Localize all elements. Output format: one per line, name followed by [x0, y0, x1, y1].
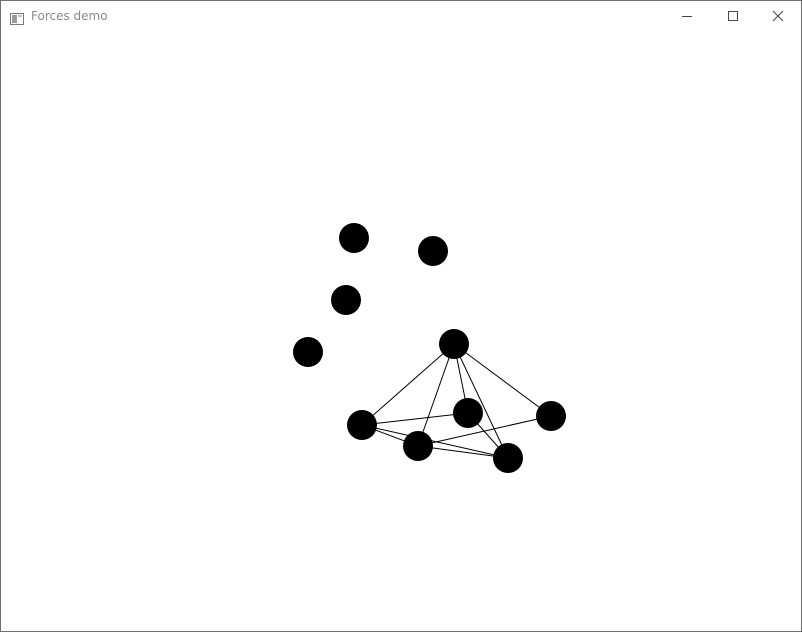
graph-node[interactable]	[347, 410, 377, 440]
graph-node[interactable]	[418, 236, 448, 266]
close-icon	[772, 10, 784, 22]
graph-node[interactable]	[536, 401, 566, 431]
graph-node[interactable]	[439, 329, 469, 359]
graph-edge	[453, 343, 509, 459]
window-title: Forces demo	[31, 9, 108, 23]
graph-node[interactable]	[453, 398, 483, 428]
edges	[361, 343, 552, 459]
graph-edge	[453, 343, 552, 417]
minimize-button[interactable]	[664, 1, 710, 31]
close-button[interactable]	[755, 1, 801, 31]
maximize-button[interactable]	[710, 1, 756, 31]
simulation-canvas[interactable]	[1, 31, 801, 631]
title-bar[interactable]: Forces demo	[1, 1, 801, 31]
maximize-icon	[728, 11, 738, 21]
graph-edge	[361, 343, 455, 426]
window-app-icon[interactable]	[10, 10, 24, 25]
graph-node[interactable]	[403, 431, 433, 461]
graph-node[interactable]	[493, 443, 523, 473]
graph-edge	[361, 412, 469, 426]
graph-edge	[361, 424, 509, 459]
graph-node[interactable]	[339, 223, 369, 253]
graph-edge	[417, 445, 509, 459]
minimize-icon	[682, 16, 692, 17]
graph-edge	[417, 343, 455, 447]
graph-node[interactable]	[293, 337, 323, 367]
nodes	[293, 223, 566, 473]
graph-node[interactable]	[331, 285, 361, 315]
